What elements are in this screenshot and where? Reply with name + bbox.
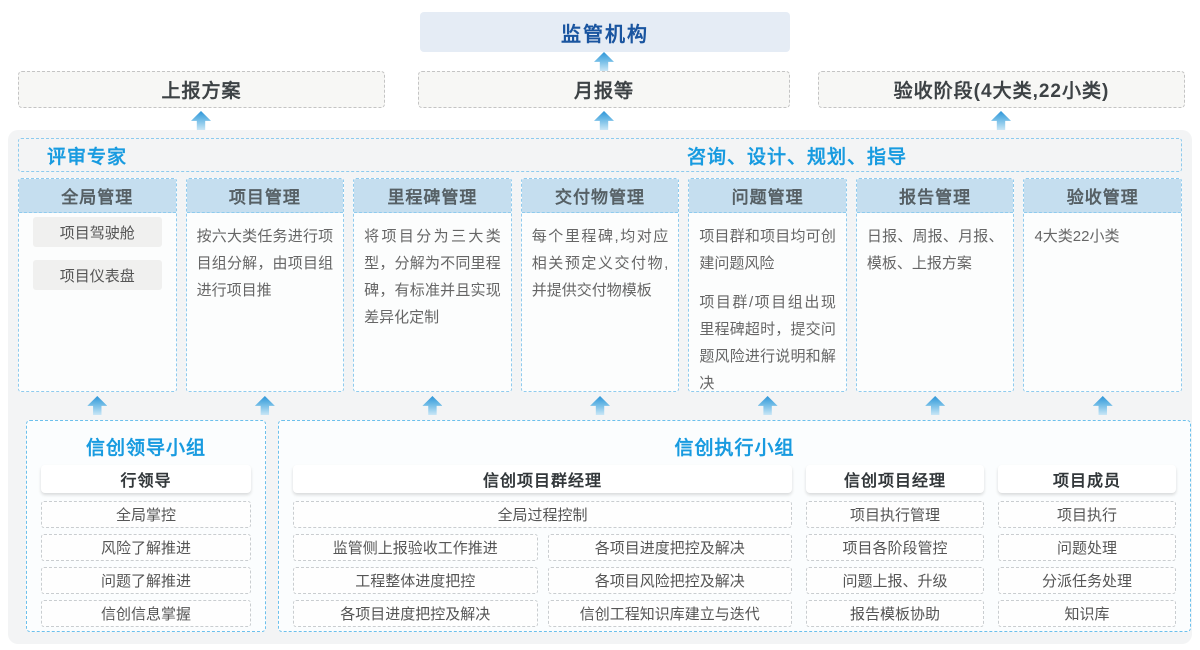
up-arrow — [757, 396, 778, 415]
column-milestone-management: 里程碑管理 将项目分为三大类型，分解为不同里程碑，有标准并且实现差异化定制 — [353, 178, 512, 392]
role-program-manager: 信创项目群经理 — [293, 465, 792, 493]
up-arrow — [590, 396, 611, 415]
execution-group-title: 信创执行小组 — [674, 437, 795, 459]
project-manager-items: 项目执行管理 项目各阶段管控 问题上报、升级 报告模板协助 — [806, 501, 984, 627]
list-item: 分派任务处理 — [998, 567, 1176, 594]
report-box-acceptance: 验收阶段(4大类,22小类) — [818, 71, 1185, 108]
column-text: 将项目分为三大类型，分解为不同里程碑，有标准并且实现差异化定制 — [364, 228, 501, 326]
column-header: 里程碑管理 — [354, 179, 511, 213]
column-body: 将项目分为三大类型，分解为不同里程碑，有标准并且实现差异化定制 — [354, 213, 511, 343]
leader-items: 全局掌控 风险了解推进 问题了解推进 信创信息掌握 — [41, 501, 251, 627]
column-issue-management: 问题管理 项目群和项目均可创建问题风险 项目群/项目组出现里程碑超时，提交问题风… — [688, 178, 847, 392]
program-manager-section: 信创项目群经理 全局过程控制 监管侧上报验收工作推进 各项目进度把控及解决 工程… — [293, 465, 792, 627]
expert-header-strip: 评审专家 咨询、设计、规划、指导 — [18, 138, 1182, 172]
up-arrow — [1092, 396, 1113, 415]
consulting-title: 咨询、设计、规划、指导 — [687, 146, 908, 168]
list-item: 各项目进度把控及解决 — [293, 600, 538, 627]
up-arrow-to-regulator — [594, 52, 614, 71]
list-item: 全局过程控制 — [293, 501, 792, 528]
arrow-cell — [688, 396, 847, 416]
up-arrow-to-plan — [191, 111, 211, 130]
column-deliverable-management: 交付物管理 每个里程碑,均对应相关预定义交付物,并提供交付物模板 — [520, 178, 680, 392]
up-arrow — [925, 396, 946, 415]
project-manager-section: 信创项目经理 项目执行管理 项目各阶段管控 问题上报、升级 报告模板协助 — [806, 465, 984, 627]
execution-columns: 信创项目群经理 全局过程控制 监管侧上报验收工作推进 各项目进度把控及解决 工程… — [293, 465, 1176, 627]
regulator-box: 监管机构 — [420, 12, 790, 52]
review-experts-title: 评审专家 — [47, 146, 128, 168]
arrow-cell — [1023, 396, 1182, 416]
list-item: 信创信息掌握 — [41, 600, 251, 627]
main-panel: 评审专家 咨询、设计、规划、指导 全局管理 项目驾驶舱 项目仪表盘 项目管理 按… — [8, 130, 1192, 644]
program-manager-items: 监管侧上报验收工作推进 各项目进度把控及解决 工程整体进度把控 各项目风险把控及… — [293, 534, 792, 627]
column-body: 项目驾驶舱 项目仪表盘 — [19, 213, 176, 303]
column-header: 问题管理 — [689, 179, 846, 213]
column-body: 项目群和项目均可创建问题风险 项目群/项目组出现里程碑超时，提交问题风险进行说明… — [689, 213, 846, 392]
column-arrows — [18, 396, 1182, 416]
list-item: 各项目进度把控及解决 — [547, 534, 792, 561]
up-arrow — [254, 396, 275, 415]
chip-project-cockpit: 项目驾驶舱 — [33, 217, 162, 247]
bottom-groups: 信创领导小组 行领导 全局掌控 风险了解推进 问题了解推进 信创信息掌握 信创执… — [18, 420, 1191, 632]
list-item: 全局掌控 — [41, 501, 251, 528]
up-arrow-to-monthly — [594, 111, 614, 130]
chip-project-dashboard: 项目仪表盘 — [33, 260, 162, 290]
column-text: 项目群和项目均可创建问题风险 — [699, 228, 836, 272]
list-item: 项目各阶段管控 — [806, 534, 984, 561]
column-body: 按六大类任务进行项目组分解，由项目组进行项目推 — [187, 213, 344, 316]
management-columns: 全局管理 项目驾驶舱 项目仪表盘 项目管理 按六大类任务进行项目组分解，由项目组… — [18, 178, 1183, 392]
execution-group: 信创执行小组 信创项目群经理 全局过程控制 监管侧上报验收工作推进 各项目进度把… — [278, 420, 1191, 632]
arrow-cell — [353, 396, 512, 416]
report-box-plan-label: 上报方案 — [161, 81, 242, 102]
report-box-acceptance-label: 验收阶段(4大类,22小类) — [893, 81, 1110, 102]
list-item: 监管侧上报验收工作推进 — [293, 534, 538, 561]
column-text: 项目群/项目组出现里程碑超时，提交问题风险进行说明和解决 — [699, 294, 836, 392]
project-member-section: 项目成员 项目执行 问题处理 分派任务处理 知识库 — [998, 465, 1176, 627]
column-text: 4大类22小类 — [1034, 228, 1120, 245]
column-body: 日报、周报、月报、模板、上报方案 — [857, 213, 1014, 289]
list-item: 问题了解推进 — [41, 567, 251, 594]
column-header: 交付物管理 — [521, 179, 679, 213]
leadership-group-title: 信创领导小组 — [85, 437, 206, 459]
role-bank-leader: 行领导 — [41, 465, 251, 493]
list-item: 信创工程知识库建立与迭代 — [547, 600, 792, 627]
role-project-manager: 信创项目经理 — [806, 465, 984, 493]
up-arrow — [87, 396, 108, 415]
list-item: 项目执行管理 — [806, 501, 984, 528]
report-box-plan: 上报方案 — [18, 71, 385, 108]
column-text: 每个里程碑,均对应相关预定义交付物,并提供交付物模板 — [531, 228, 669, 299]
list-item: 报告模板协助 — [806, 600, 984, 627]
column-header: 验收管理 — [1024, 179, 1182, 213]
column-global-management: 全局管理 项目驾驶舱 项目仪表盘 — [18, 178, 177, 392]
role-project-member: 项目成员 — [998, 465, 1176, 493]
arrow-cell — [521, 396, 680, 416]
up-arrow-to-acceptance — [991, 111, 1011, 130]
report-box-monthly: 月报等 — [418, 71, 790, 108]
column-body: 每个里程碑,均对应相关预定义交付物,并提供交付物模板 — [522, 213, 679, 316]
column-header: 项目管理 — [186, 179, 344, 213]
leadership-group: 信创领导小组 行领导 全局掌控 风险了解推进 问题了解推进 信创信息掌握 — [26, 420, 266, 632]
column-text: 按六大类任务进行项目组分解，由项目组进行项目推 — [196, 228, 334, 299]
list-item: 项目执行 — [998, 501, 1176, 528]
column-project-management: 项目管理 按六大类任务进行项目组分解，由项目组进行项目推 — [185, 178, 345, 392]
column-acceptance-management: 验收管理 4大类22小类 — [1023, 178, 1183, 392]
column-header: 全局管理 — [19, 179, 176, 213]
column-report-management: 报告管理 日报、周报、月报、模板、上报方案 — [855, 178, 1015, 392]
list-item: 工程整体进度把控 — [293, 567, 538, 594]
report-box-monthly-label: 月报等 — [573, 81, 634, 102]
list-item: 各项目风险把控及解决 — [547, 567, 792, 594]
arrow-cell — [186, 396, 345, 416]
column-header: 报告管理 — [856, 179, 1014, 213]
project-member-items: 项目执行 问题处理 分派任务处理 知识库 — [998, 501, 1176, 627]
column-text: 日报、周报、月报、模板、上报方案 — [866, 228, 1004, 272]
regulator-label: 监管机构 — [561, 23, 649, 46]
up-arrow — [422, 396, 443, 415]
list-item: 风险了解推进 — [41, 534, 251, 561]
list-item: 知识库 — [998, 600, 1176, 627]
arrow-cell — [856, 396, 1015, 416]
list-item: 问题上报、升级 — [806, 567, 984, 594]
arrow-cell — [18, 396, 177, 416]
list-item: 问题处理 — [998, 534, 1176, 561]
column-body: 4大类22小类 — [1024, 213, 1181, 262]
